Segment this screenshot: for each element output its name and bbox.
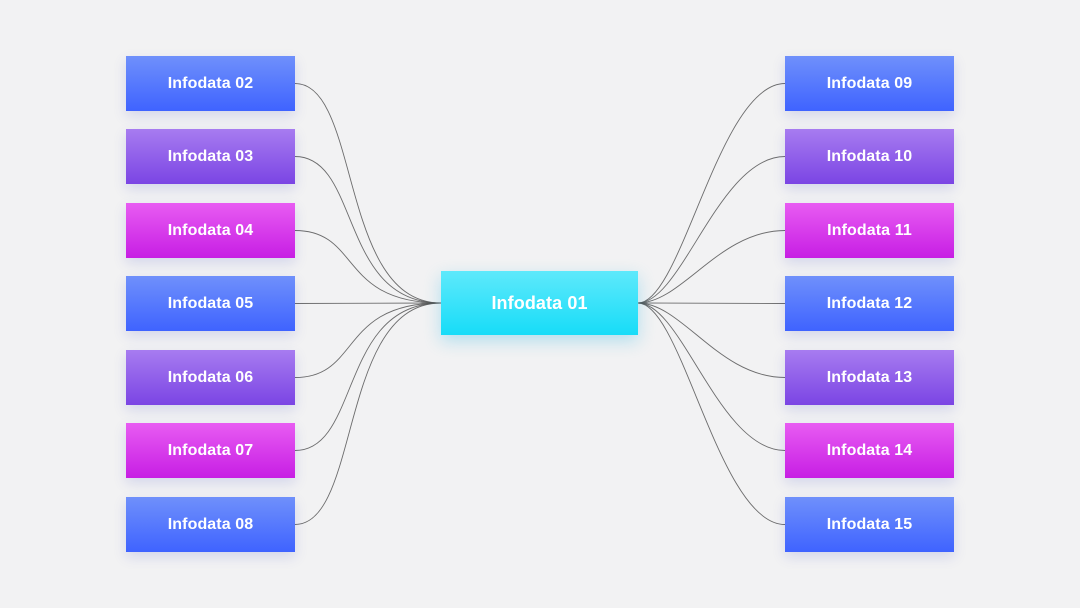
node-right-4: Infodata 12: [785, 276, 954, 331]
node-left-2: Infodata 03: [126, 129, 295, 184]
connector-left-7: [294, 302, 442, 525]
connector-left-4: [294, 302, 442, 304]
connector-left-3: [294, 230, 442, 304]
node-right-2: Infodata 10: [785, 129, 954, 184]
node-left-1: Infodata 02: [126, 56, 295, 111]
node-left-3: Infodata 04: [126, 203, 295, 258]
connector-left-5: [294, 302, 442, 378]
connector-right-1: [637, 83, 786, 304]
node-right-5: Infodata 13: [785, 350, 954, 405]
connector-right-7: [637, 302, 786, 525]
connector-left-1: [294, 83, 442, 304]
connector-left-6: [294, 302, 442, 451]
node-right-7: Infodata 15: [785, 497, 954, 552]
connector-right-2: [637, 156, 786, 304]
node-left-6: Infodata 07: [126, 423, 295, 478]
connector-right-4: [637, 302, 786, 304]
node-left-5: Infodata 06: [126, 350, 295, 405]
connector-right-5: [637, 302, 786, 378]
node-left-4: Infodata 05: [126, 276, 295, 331]
connector-left-2: [294, 156, 442, 304]
node-right-3: Infodata 11: [785, 203, 954, 258]
node-right-6: Infodata 14: [785, 423, 954, 478]
connector-right-6: [637, 302, 786, 451]
node-left-7: Infodata 08: [126, 497, 295, 552]
node-center: Infodata 01: [441, 271, 638, 335]
connector-right-3: [637, 230, 786, 304]
node-right-1: Infodata 09: [785, 56, 954, 111]
